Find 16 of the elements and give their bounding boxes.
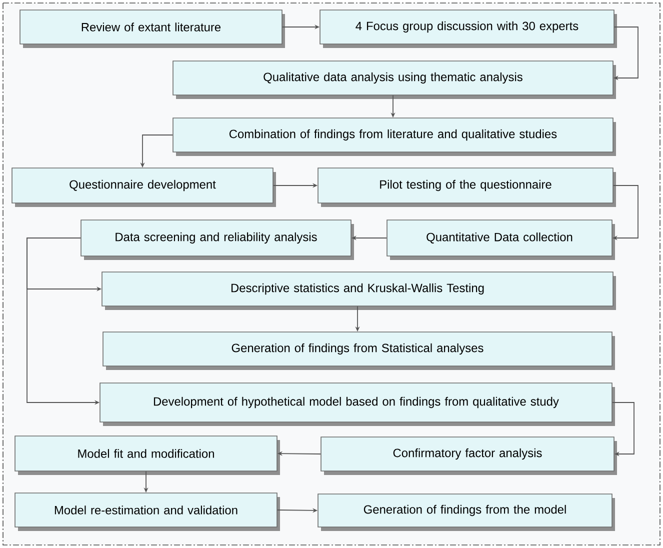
- process-box: Quantitative Data collection: [386, 220, 615, 260]
- process-box: Model fit and modification: [14, 436, 280, 475]
- process-box: Model re-estimation and validation: [14, 492, 280, 531]
- process-box: Descriptive statistics and Kruskal-Wallis Testing: [102, 272, 616, 310]
- process-box: Generation of findings from the model: [318, 494, 615, 531]
- process-box: Confirmatory factor analysis: [320, 436, 617, 475]
- process-box: Questionnaire development: [12, 168, 276, 207]
- process-box: Development of hypothetical model based on findings from qualitative study: [100, 382, 615, 426]
- arrow: [612, 402, 634, 456]
- process-box: Pilot testing of the questionnaire: [318, 168, 616, 207]
- process-box: Data screening and reliability analysis: [80, 220, 354, 260]
- process-box: 4 Focus group discussion with 30 experts: [320, 10, 617, 48]
- process-box: Review of extant literature: [20, 10, 285, 48]
- process-box: Generation of findings from Statistical analyses: [102, 332, 615, 370]
- process-box: Qualitative data analysis using thematic analysis: [172, 60, 616, 99]
- process-box: Combination of findings from literature and qualitative studies: [172, 118, 616, 156]
